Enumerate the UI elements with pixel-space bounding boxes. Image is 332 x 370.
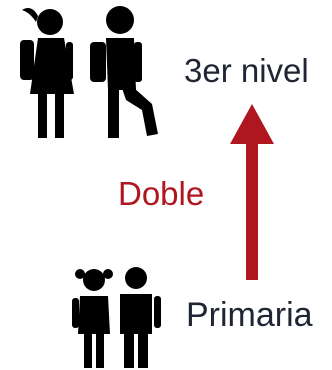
level-label-middle: Doble xyxy=(118,175,205,212)
girl-student-icon xyxy=(20,8,74,138)
up-arrow-icon xyxy=(230,104,274,280)
young-girl-icon xyxy=(72,269,113,368)
students-with-backpacks-icon xyxy=(20,6,158,138)
level-label-top: 3er nivel xyxy=(184,52,309,89)
boy-student-icon xyxy=(90,6,158,138)
children-pair-icon xyxy=(72,267,161,368)
level-label-bottom: Primaria xyxy=(186,296,313,334)
young-boy-icon xyxy=(120,267,161,368)
